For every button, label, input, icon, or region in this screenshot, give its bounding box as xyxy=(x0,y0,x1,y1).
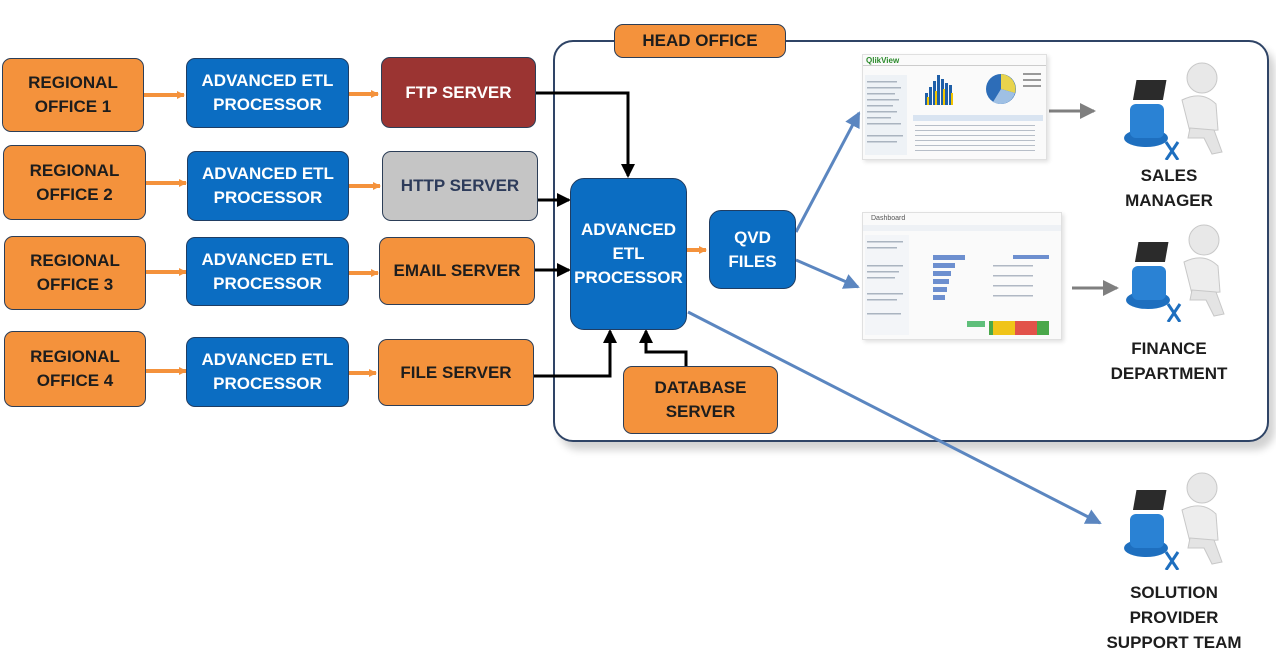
regional-office-4: REGIONAL OFFICE 4 xyxy=(4,331,146,407)
etl-processor-1: ADVANCED ETL PROCESSOR xyxy=(186,58,349,128)
http-server: HTTP SERVER xyxy=(382,151,538,221)
arrow-qvd-dashboard xyxy=(795,258,860,289)
etl-processor-2: ADVANCED ETL PROCESSOR xyxy=(187,151,349,221)
email-server: EMAIL SERVER xyxy=(379,237,535,305)
regional-office-1: REGIONAL OFFICE 1 xyxy=(2,58,144,132)
central-etl-processor: ADVANCED ETL PROCESSOR xyxy=(570,178,687,330)
dashboard-report-thumbnail: Dashboard xyxy=(862,212,1062,340)
dashboard-charts-graphic xyxy=(863,225,1061,335)
arrow-ftp-central xyxy=(536,91,635,178)
regional-office-2: REGIONAL OFFICE 2 xyxy=(3,145,146,220)
sales-manager-label: SALES MANAGER xyxy=(1125,166,1213,210)
arrow-file-central xyxy=(534,329,617,378)
support-team-label: SOLUTION PROVIDER SUPPORT TEAM xyxy=(1106,583,1242,652)
arrow-db-central xyxy=(639,329,688,366)
qlikview-charts-graphic xyxy=(863,65,1046,155)
qvd-files: QVD FILES xyxy=(709,210,796,289)
finance-department-label: FINANCE DEPARTMENT xyxy=(1110,339,1228,383)
head-office-title: HEAD OFFICE xyxy=(614,24,786,58)
sales-manager-icon xyxy=(1124,62,1223,160)
finance-department-icon xyxy=(1126,224,1225,322)
database-server: DATABASE SERVER xyxy=(623,366,778,434)
qlikview-logo: QlikView xyxy=(866,56,900,65)
qlikview-report-thumbnail: QlikView xyxy=(862,54,1047,160)
regional-office-3: REGIONAL OFFICE 3 xyxy=(4,236,146,310)
etl-processor-3: ADVANCED ETL PROCESSOR xyxy=(186,237,349,306)
dashboard-title: Dashboard xyxy=(871,215,906,222)
ftp-server: FTP SERVER xyxy=(381,57,536,128)
support-team-icon xyxy=(1124,472,1223,570)
etl-processor-4: ADVANCED ETL PROCESSOR xyxy=(186,337,349,407)
file-server: FILE SERVER xyxy=(378,339,534,406)
arrow-qvd-qlikview xyxy=(794,111,861,233)
arrow-central-support xyxy=(687,310,1102,525)
